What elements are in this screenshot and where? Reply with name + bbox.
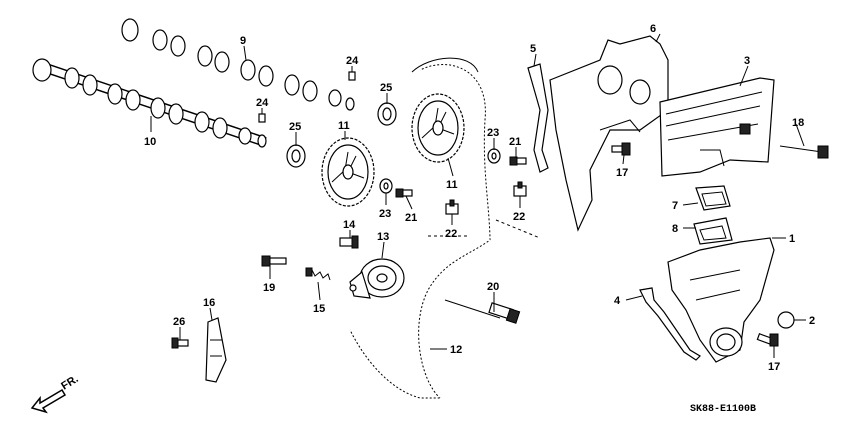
callout-5: 5	[530, 43, 536, 55]
pin-lower	[258, 113, 266, 123]
timing-belt	[348, 57, 492, 400]
callout-8: 8	[672, 223, 678, 235]
callout-2: 2	[809, 315, 815, 327]
callout-7: 7	[672, 200, 678, 212]
camshaft-lower	[32, 58, 267, 148]
tensioner-bolt-14	[339, 235, 359, 249]
callout-10: 10	[144, 136, 156, 148]
callout-12: 12	[450, 344, 462, 356]
callout-13: 13	[377, 231, 389, 243]
callout-3: 3	[744, 55, 750, 67]
callout-1: 1	[789, 233, 795, 245]
diagram-code: SK88-E1100B	[690, 404, 756, 415]
callout-19: 19	[263, 282, 275, 294]
callout-14: 14	[343, 219, 356, 231]
callout-16: 16	[203, 297, 215, 309]
tensioner-pulley	[349, 258, 405, 299]
seal-strip-5	[527, 63, 549, 173]
callout-17-lower: 17	[768, 361, 780, 373]
callout-23-left: 23	[379, 208, 391, 220]
oil-seal-lower	[286, 144, 306, 168]
callout-9: 9	[240, 35, 246, 47]
stud-19	[261, 255, 287, 267]
bolt-17-upper	[611, 142, 631, 156]
callout-18: 18	[792, 117, 804, 129]
callout-labels: 9 24 24 25 25 10 11 11 23 23 21 21 22 22…	[144, 23, 815, 373]
upper-cover-3	[659, 77, 775, 177]
callout-20: 20	[487, 281, 499, 293]
belt-guide-16	[205, 317, 227, 383]
bolt-17-lower	[756, 333, 779, 347]
grommet-2	[777, 311, 795, 329]
camshaft-upper	[121, 18, 355, 111]
nut-22-right	[513, 181, 527, 197]
callout-11-left: 11	[338, 120, 350, 132]
callout-17-upper: 17	[616, 167, 628, 179]
bolt-18	[779, 145, 829, 159]
callout-4: 4	[614, 295, 621, 307]
front-arrow-icon	[30, 388, 67, 414]
callout-22-right: 22	[513, 211, 525, 223]
callout-15: 15	[313, 303, 325, 315]
seal-strip-4	[639, 287, 701, 361]
tensioner-spring-15	[305, 267, 331, 281]
callout-25-upper: 25	[380, 82, 392, 94]
callout-6: 6	[650, 23, 656, 35]
bolt-26	[171, 337, 189, 349]
callout-22-left: 22	[445, 228, 457, 240]
nut-22-left	[445, 199, 459, 215]
bolt-20	[444, 299, 521, 324]
gasket-8	[693, 217, 733, 245]
callout-24-lower: 24	[256, 97, 269, 109]
bolt-21-left	[395, 188, 413, 198]
callout-24-upper: 24	[346, 55, 359, 67]
gasket-7	[695, 185, 731, 211]
callout-21-right: 21	[509, 136, 521, 148]
pin-upper	[348, 71, 356, 81]
oil-seal-upper	[377, 102, 397, 126]
callout-23-right: 23	[487, 127, 499, 139]
leader-lines	[150, 33, 806, 358]
cam-pulley-right	[411, 93, 465, 163]
callout-11-right: 11	[446, 179, 458, 191]
lower-cover-1	[667, 237, 775, 363]
callout-26: 26	[173, 316, 185, 328]
callout-21-left: 21	[405, 212, 417, 224]
front-direction-indicator: FR.	[30, 373, 81, 414]
back-cover-6	[549, 35, 669, 232]
callout-25-lower: 25	[289, 121, 301, 133]
cam-pulley-left	[321, 137, 375, 207]
bolt-21-right	[509, 156, 527, 166]
